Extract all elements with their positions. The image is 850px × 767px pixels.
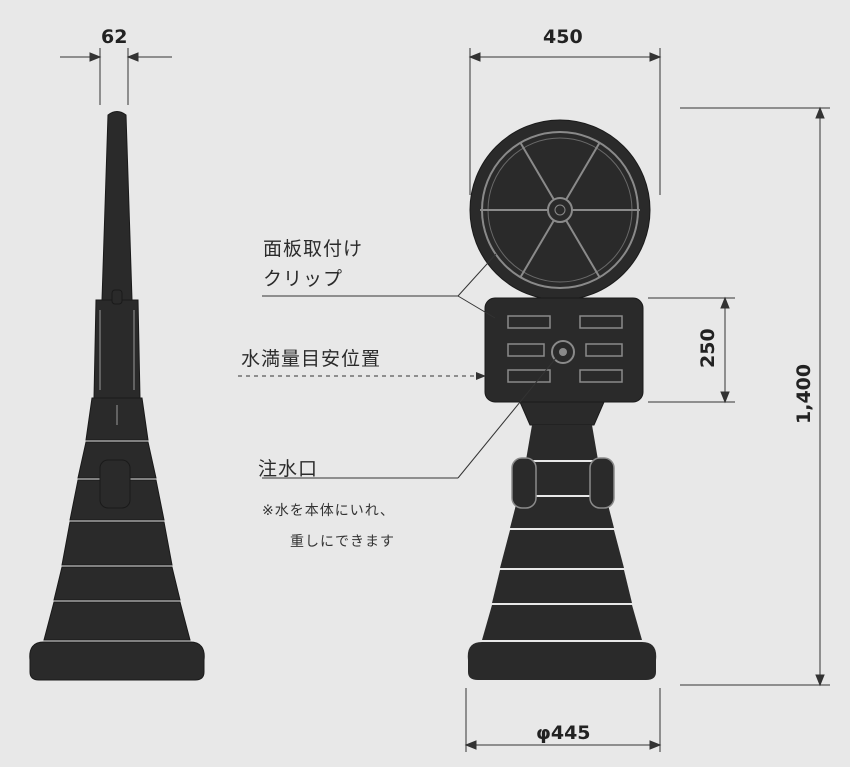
panel-height-dimension: [648, 296, 735, 404]
side-view: [29, 111, 205, 681]
side-width-label: 62: [101, 26, 128, 48]
side-pole: [101, 111, 133, 301]
clip-label-line2: クリップ: [263, 268, 344, 290]
side-pole-sleeve: [93, 299, 141, 399]
side-clip: [111, 289, 123, 305]
note-line1: ※水を本体にいれ、: [262, 503, 395, 519]
base-diameter-dimension: [464, 688, 662, 752]
front-handle-left: [511, 457, 537, 509]
clip-label-line1: 面板取付け: [263, 238, 364, 260]
water-level-label: 水満量目安位置: [241, 348, 382, 370]
note-line2: 重しにできます: [290, 534, 395, 550]
inlet-label: 注水口: [258, 458, 319, 480]
side-dimension: [60, 48, 172, 105]
side-cone-seg5: [43, 601, 191, 641]
front-width-label: 450: [543, 26, 583, 48]
front-width-dimension: [468, 48, 662, 195]
side-base: [29, 641, 205, 681]
front-cone-seg1: [518, 462, 606, 495]
base-diameter-label: φ445: [536, 722, 591, 744]
side-cone-seg4: [53, 566, 181, 601]
front-spokes: [480, 141, 640, 279]
panel-height-label: 250: [697, 328, 719, 368]
front-cone-seg4: [492, 570, 632, 603]
front-cone-top: [526, 425, 598, 460]
front-handle-right: [589, 457, 615, 509]
side-highlights: [99, 310, 135, 425]
front-base: [467, 642, 657, 680]
front-panel-slots: [507, 315, 623, 383]
side-handle: [99, 459, 131, 509]
leader-lines: [262, 253, 557, 479]
front-cone-seg3: [500, 530, 624, 568]
total-height-label: 1,400: [793, 363, 815, 424]
side-cone-seg3: [61, 521, 173, 566]
total-height-dimension: [680, 106, 830, 687]
water-level-arrow: [238, 372, 486, 380]
front-cone-seg5: [482, 605, 642, 640]
front-view: [467, 119, 657, 680]
front-cone-seg2: [510, 497, 614, 528]
front-neck: [519, 401, 605, 426]
